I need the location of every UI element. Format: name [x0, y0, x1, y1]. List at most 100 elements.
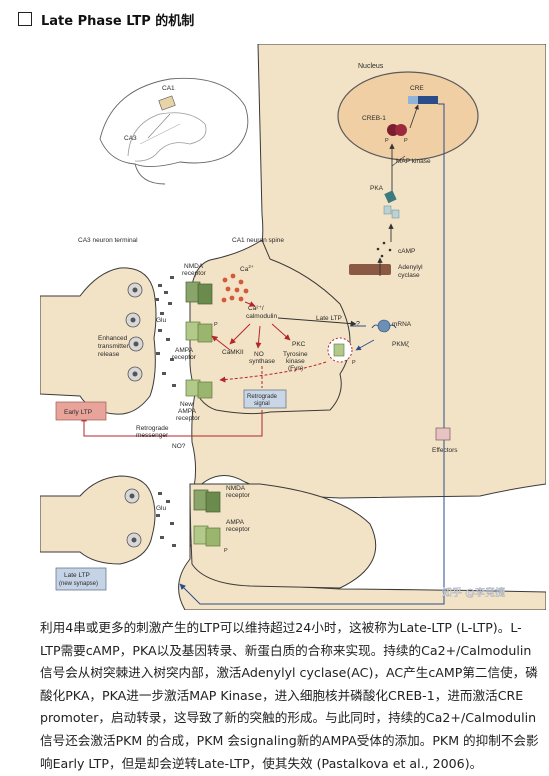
new-ampa-label-3: receptor — [176, 415, 201, 422]
ca1-spine-upper — [189, 239, 351, 415]
ampa-label-lower: AMPA — [226, 519, 245, 526]
new-ampa-receptor-b — [197, 381, 213, 399]
camkii-to-ampa-arrow — [211, 335, 231, 351]
ca1-label: CA1 — [162, 85, 175, 92]
early-ltp-box — [55, 401, 107, 421]
insertion-p: P — [352, 360, 356, 366]
calmodulin-to-no-arrow — [255, 325, 262, 349]
nmda-label-lower: NMDA — [226, 485, 246, 492]
creb1-label: CREB-1 — [362, 115, 386, 122]
ampa-label-upper: AMPA — [175, 347, 194, 354]
vesicle-2-core — [130, 317, 136, 323]
ampa-p-lower: P — [224, 548, 228, 554]
early-ltp-label: Early LTP — [64, 409, 92, 416]
nmda-receptor-label-lower: receptor — [226, 492, 251, 499]
creb1-p-right: P — [404, 138, 408, 144]
retrograde-signal-box — [243, 389, 287, 409]
cre-bar — [408, 96, 438, 104]
ca3-terminal-upper — [40, 267, 157, 415]
camp-label: cAMP — [398, 248, 415, 255]
ca1-spine-label: CA1 neuron spine — [232, 237, 284, 244]
vesicle-lower-1-core — [129, 493, 135, 499]
late-ltp-diagram: Nucleus CRE CREB-1 P P MAP kinase PKA cA… — [40, 44, 546, 610]
ribosome — [377, 319, 391, 333]
effectors-box — [435, 427, 451, 441]
creb1-right — [395, 124, 407, 136]
mapk-tick — [391, 155, 406, 167]
brain-inset — [99, 77, 249, 185]
creb-cre-arrow — [409, 104, 419, 129]
mrna-label: mRNA — [392, 321, 412, 328]
creb1-p-left: P — [385, 138, 389, 144]
enhanced-label-2: transmitter — [98, 343, 130, 350]
adenylyl-label: Adenylyl — [398, 264, 423, 271]
cre-label: CRE — [410, 85, 424, 92]
late-ltp-box-label-1: Late LTP — [64, 572, 90, 579]
figure-caption: 利用4串或更多的刺激产生的LTP可以维持超过24小时，这被称为Late-LTP … — [40, 620, 539, 771]
pkc-label: PKC — [292, 341, 306, 348]
new-ampa-label-1: New — [180, 401, 193, 408]
tyrosine-label-2: kinase — [286, 358, 305, 365]
camp-dot-1 — [376, 247, 380, 251]
ampa-receptor-upper-b — [197, 323, 213, 343]
pka-sub-1 — [383, 205, 392, 215]
retrograde-signal-label-2: signal — [254, 401, 270, 407]
retrograde-messenger-label-1: Retrograde — [136, 425, 169, 432]
insertion-ampa — [333, 343, 345, 357]
nmda-receptor-label-upper: receptor — [182, 270, 207, 277]
ca-to-calmodulin-arrow — [244, 301, 256, 307]
tyrosine-label-3: (Fyn) — [288, 365, 303, 372]
calmodulin-to-ac-arrow — [277, 317, 357, 327]
no-question-label: NO? — [172, 443, 186, 450]
late-ltp-box-label-2: (new synapse) — [59, 581, 98, 587]
vesicle-1-core — [132, 287, 138, 293]
new-ampa-label-2: AMPA — [178, 408, 197, 415]
ca3-terminal-label: CA3 neuron terminal — [78, 237, 138, 244]
pka-sub-2 — [391, 209, 400, 219]
vesicle-lower-2-core — [131, 537, 137, 543]
pka-label: PKA — [370, 185, 384, 192]
effectors-label: Effectors — [432, 447, 458, 454]
glutamate-cluster-upper — [155, 276, 176, 387]
section-checkbox[interactable] — [18, 12, 32, 26]
nmda-label-upper: NMDA — [184, 263, 204, 270]
nucleus — [337, 71, 479, 161]
vesicle-3-core — [133, 341, 139, 347]
cyclase-label: cyclase — [398, 272, 420, 279]
cre-bar-light — [408, 96, 418, 104]
late-ltp-question: ? — [356, 321, 360, 328]
glu-label-lower: Glu — [156, 505, 167, 512]
no-synthase-label-1: NO — [254, 351, 264, 358]
retrograde-messenger-label-2: messenger — [136, 432, 169, 439]
watermark: 知乎 @李竞捷 — [442, 586, 505, 599]
transcription-to-new-synapse-path — [179, 103, 445, 605]
nucleus-label: Nucleus — [358, 63, 384, 70]
no-synthase-label-2: synthase — [249, 358, 275, 365]
glu-label-upper: Glu — [156, 317, 167, 324]
adenylyl-cyclase — [349, 264, 391, 275]
ampa-p-upper: P — [214, 322, 218, 328]
section-title: Late Phase LTP 的机制 — [41, 13, 195, 29]
pkmz-label: PKMζ — [392, 341, 409, 348]
camkii-label: CaMKII — [222, 349, 244, 356]
pka-reg — [384, 190, 397, 204]
ampa-receptor-lower-b — [205, 527, 221, 547]
section-header: Late Phase LTP 的机制 — [18, 8, 194, 30]
camp-dot-2 — [382, 241, 386, 245]
ca-calmodulin-label: Ca²⁺/ — [248, 305, 264, 312]
pkmz-arrow — [355, 339, 375, 351]
nmda-receptor-upper-b — [197, 283, 213, 305]
ca2-label: Ca2+ — [240, 264, 254, 273]
nmda-receptor-lower-b — [205, 491, 221, 513]
calmodulin-label: calmodulin — [246, 313, 277, 320]
vesicle-4-core — [132, 371, 138, 377]
enhanced-label-3: release — [98, 351, 120, 358]
retrograde-signal-label-1: Retrograde — [247, 394, 278, 400]
calcium-ions — [221, 273, 249, 303]
tyrosine-label-1: Tyrosine — [283, 351, 308, 358]
ampa-receptor-label-lower: receptor — [226, 526, 251, 533]
ampa-receptor-label-upper: receptor — [172, 354, 197, 361]
camp-dot-3 — [380, 254, 384, 258]
calmodulin-to-camkii-arrow — [229, 323, 251, 345]
ca1-spine-lower — [189, 483, 377, 589]
